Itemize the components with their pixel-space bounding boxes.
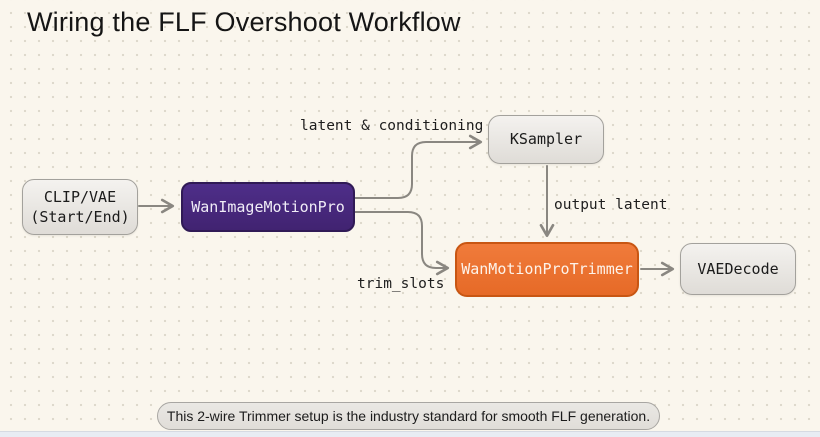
node-vae-decode: VAEDecode (680, 243, 796, 295)
node-clip-vae-label-line2: (Start/End) (30, 208, 130, 226)
node-wan-image-motion-pro: WanImageMotionPro (181, 182, 355, 232)
node-ksampler-label: KSampler (509, 130, 583, 149)
edge-label-trim-slots: trim_slots (357, 276, 445, 292)
node-ksampler: KSampler (488, 115, 604, 164)
edge-label-latent-conditioning: latent & conditioning (300, 118, 484, 134)
edge-label-output-latent: output latent (554, 197, 668, 213)
caption-text: This 2-wire Trimmer setup is the industr… (166, 408, 651, 424)
page-title: Wiring the FLF Overshoot Workflow (27, 7, 461, 37)
node-wan-motion-pro-trimmer: WanMotionProTrimmer (455, 242, 639, 297)
edge-wanimage-to-trimmer (354, 211, 450, 276)
node-wan-image-motion-pro-label: WanImageMotionPro (191, 197, 345, 216)
edge-wanimage-to-ksampler (354, 134, 483, 199)
node-clip-vae-label-line1: CLIP/VAE (43, 187, 117, 206)
node-vae-decode-label: VAEDecode (697, 259, 779, 278)
node-clip-vae: CLIP/VAE (Start/End) (22, 179, 138, 235)
node-wan-motion-pro-trimmer-label: WanMotionProTrimmer (461, 260, 633, 279)
caption-pill: This 2-wire Trimmer setup is the industr… (157, 402, 660, 430)
bottom-edge-strip (0, 431, 820, 437)
